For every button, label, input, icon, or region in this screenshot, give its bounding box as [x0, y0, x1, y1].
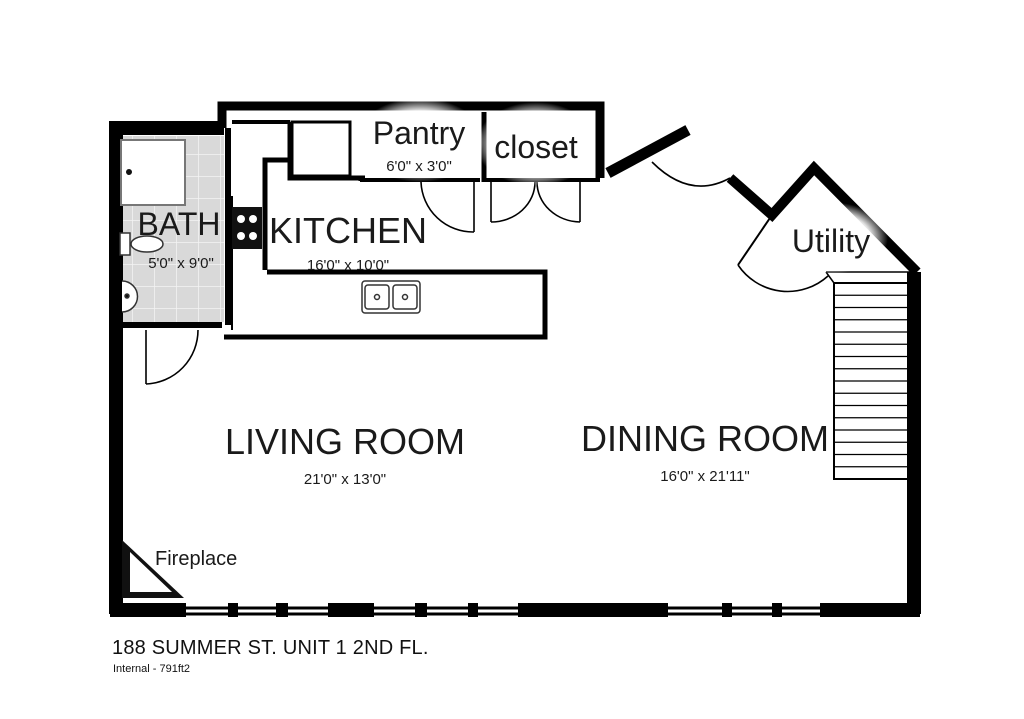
- window-piers: [110, 603, 920, 617]
- dining-room-dims: 16'0" x 21'11": [660, 468, 750, 485]
- living-room-label: LIVING ROOM: [225, 421, 465, 462]
- kitchen-label: KITCHEN: [269, 210, 427, 251]
- kitchen-walls: [224, 120, 548, 340]
- bath-sink: [121, 280, 139, 313]
- pantry-door: [420, 181, 475, 233]
- kitchen-sink: [361, 280, 421, 314]
- pantry-dims: 6'0" x 3'0": [386, 158, 452, 175]
- fireplace-label: Fireplace: [155, 548, 237, 570]
- stair-treads: [834, 294, 914, 468]
- bath-dims: 5'0" x 9'0": [148, 255, 214, 272]
- bath-door: [145, 329, 199, 385]
- closet-doors: [490, 181, 581, 223]
- pantry-label: Pantry: [373, 115, 465, 151]
- kitchen-dims: 16'0" x 10'0": [307, 257, 389, 274]
- stairs: [825, 271, 916, 480]
- bath-label: BATH: [138, 206, 221, 242]
- address-caption: 188 SUMMER ST. UNIT 1 2ND FL.: [112, 637, 429, 659]
- living-room-dims: 21'0" x 13'0": [304, 471, 386, 488]
- utility-door: [737, 264, 829, 293]
- kitchen-window-block: [290, 120, 352, 178]
- fireplace: [122, 540, 184, 598]
- closet-label: closet: [494, 129, 578, 165]
- dining-room-label: DINING ROOM: [581, 418, 829, 459]
- label-glows: [356, 98, 888, 274]
- area-caption: Internal - 791ft2: [113, 663, 191, 675]
- toilet: [119, 232, 164, 256]
- stove: [232, 207, 262, 249]
- entry-door: [651, 161, 731, 187]
- shower-drain: [126, 169, 132, 175]
- utility-label: Utility: [792, 223, 870, 259]
